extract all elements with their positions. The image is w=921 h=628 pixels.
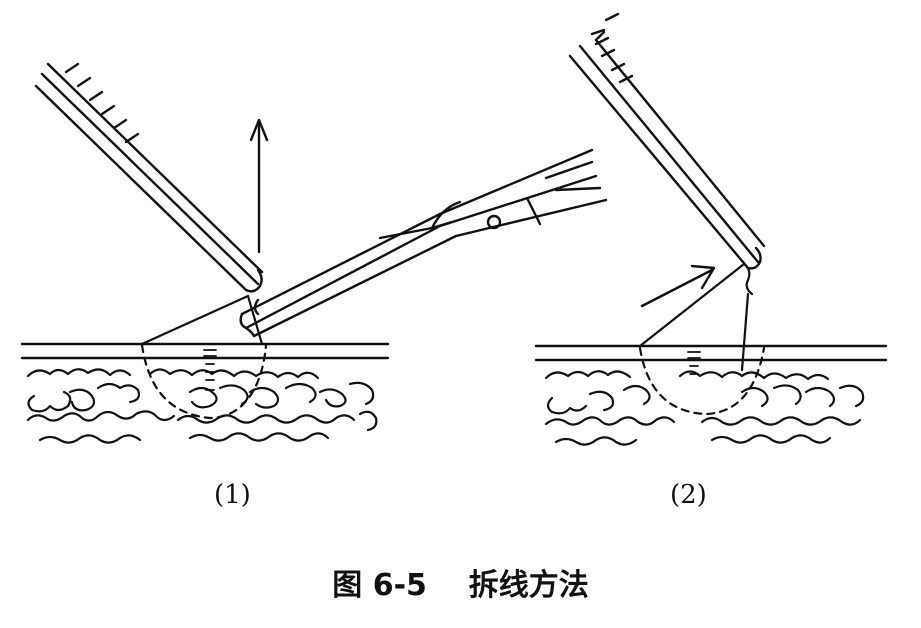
panel-2-illustration bbox=[534, 12, 888, 446]
suture-thread bbox=[638, 262, 754, 372]
panel-label-1: (1) bbox=[214, 480, 251, 510]
incision-marks bbox=[687, 351, 701, 375]
scissors bbox=[239, 148, 608, 338]
forceps bbox=[568, 12, 766, 270]
skin-surface bbox=[20, 342, 390, 360]
skin-surface bbox=[534, 344, 888, 362]
panel-1-illustration bbox=[20, 62, 608, 444]
suture-path bbox=[140, 343, 268, 420]
tissue-texture bbox=[544, 370, 865, 446]
suture-thread bbox=[140, 294, 264, 346]
incision-marks bbox=[203, 349, 217, 391]
pull-out-arrow bbox=[640, 264, 716, 308]
forceps bbox=[34, 62, 264, 293]
tissue-texture bbox=[26, 368, 378, 444]
pull-up-arrow bbox=[249, 118, 269, 254]
figure-caption: 图 6-5 拆线方法 bbox=[332, 568, 589, 603]
panel-label-2: (2) bbox=[670, 480, 707, 510]
suture-path bbox=[638, 346, 766, 416]
